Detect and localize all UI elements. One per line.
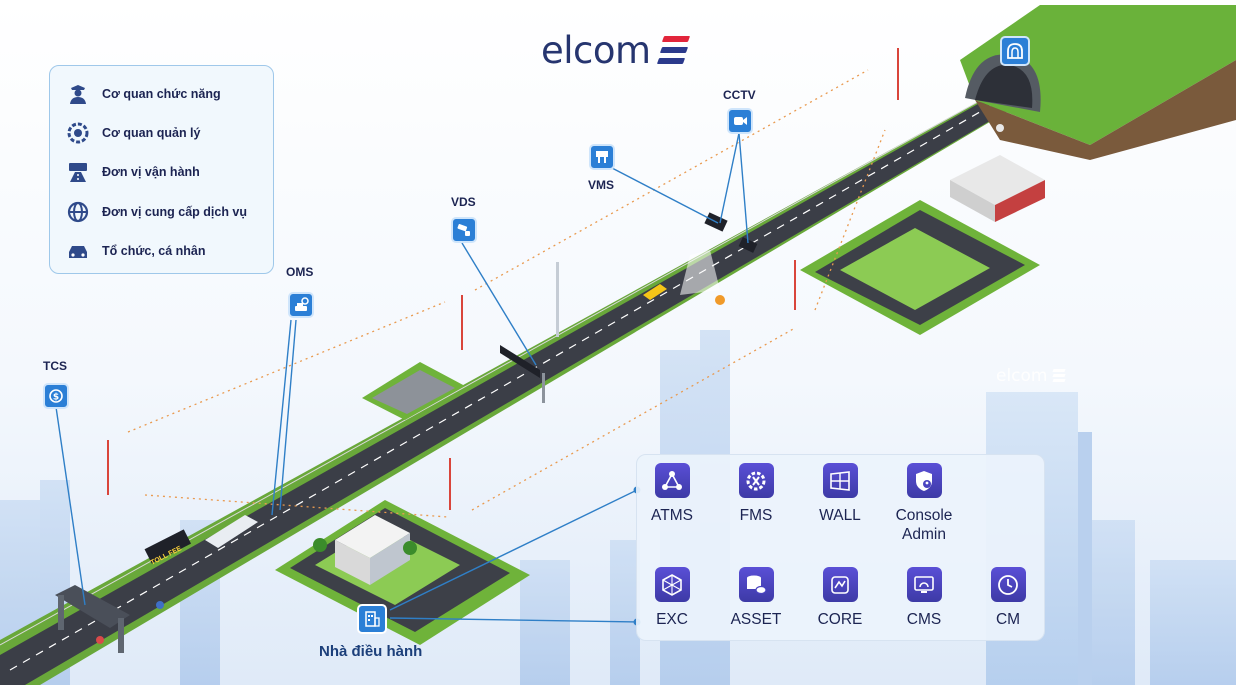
clock-icon xyxy=(990,567,1026,602)
network-triangle-icon xyxy=(654,463,690,498)
system-asset[interactable]: ASSET xyxy=(711,567,801,629)
monitor-gauge-icon xyxy=(906,567,942,602)
right-junction xyxy=(800,155,1045,335)
system-exc[interactable]: EXC xyxy=(627,567,717,629)
system-fms[interactable]: FMS xyxy=(711,463,801,525)
lower-junction xyxy=(275,500,530,645)
rest-area xyxy=(362,362,465,420)
system-cms[interactable]: CMS xyxy=(879,567,969,629)
orange-dotted-links xyxy=(127,69,886,518)
car-icon xyxy=(65,238,91,264)
elcom-logo: elcom xyxy=(541,28,691,72)
watermark-wordmark: elcom xyxy=(996,366,1048,386)
video-wall-icon xyxy=(822,463,858,498)
blue-links xyxy=(55,132,749,623)
police-officer-icon xyxy=(65,81,91,107)
legend-item-management: Cơ quan quản lý xyxy=(65,120,200,146)
tcs-label: TCS xyxy=(43,359,67,373)
watermark-e-mark xyxy=(1051,369,1067,383)
gear-nodes-icon xyxy=(65,120,91,146)
exchange-globe-icon xyxy=(654,567,690,602)
toll-plaza xyxy=(55,585,130,653)
radio-towers xyxy=(107,48,899,510)
video-camera-icon[interactable] xyxy=(727,108,753,134)
systems-panel: ATMS FMS WALL Console Admin EXC ASSET xyxy=(636,454,1045,641)
control-center-label: Nhà điều hành xyxy=(319,643,423,660)
scale-vehicle-icon[interactable] xyxy=(288,292,314,318)
shield-user-icon xyxy=(906,463,942,498)
toll-fee-sign xyxy=(144,529,192,564)
vds-label: VDS xyxy=(451,195,476,209)
globe-icon xyxy=(65,199,91,225)
message-sign-icon[interactable] xyxy=(589,144,615,170)
vms-gantry xyxy=(500,345,545,403)
system-core[interactable]: CORE xyxy=(795,567,885,629)
logo-e-mark xyxy=(656,35,691,65)
legend-item-authority: Cơ quan chức năng xyxy=(65,81,221,107)
highway-sign-icon xyxy=(65,159,91,185)
legend-item-service-provider: Đơn vị cung cấp dịch vụ xyxy=(65,199,247,225)
system-console-admin[interactable]: Console Admin xyxy=(879,463,969,544)
legend-panel: Cơ quan chức năng Cơ quan quản lý Đơn vị… xyxy=(49,65,274,274)
oms-label: OMS xyxy=(286,265,314,279)
core-chip-icon xyxy=(822,567,858,602)
database-cloud-icon xyxy=(738,567,774,602)
legend-item-operator: Đơn vị vận hành xyxy=(65,159,200,185)
system-atms[interactable]: ATMS xyxy=(627,463,717,525)
vms-label: VMS xyxy=(588,178,615,192)
tunnel-icon[interactable] xyxy=(1000,36,1030,66)
system-cm[interactable]: CM xyxy=(963,567,1053,629)
elcom-watermark: elcom xyxy=(996,366,1067,386)
sensor-camera-icon[interactable] xyxy=(451,217,477,243)
tunnel-hill xyxy=(960,5,1236,160)
legend-item-individual: Tổ chức, cá nhân xyxy=(65,238,206,264)
svg-text:$: $ xyxy=(53,393,59,403)
gear-tools-icon xyxy=(738,463,774,498)
logo-wordmark: elcom xyxy=(541,28,651,72)
vds-pole xyxy=(556,262,559,337)
coin-icon[interactable]: $ xyxy=(43,383,69,409)
cctv-label: CCTV xyxy=(723,88,756,102)
building-icon[interactable] xyxy=(357,604,387,634)
system-wall[interactable]: WALL xyxy=(795,463,885,525)
vehicles xyxy=(96,124,1004,644)
